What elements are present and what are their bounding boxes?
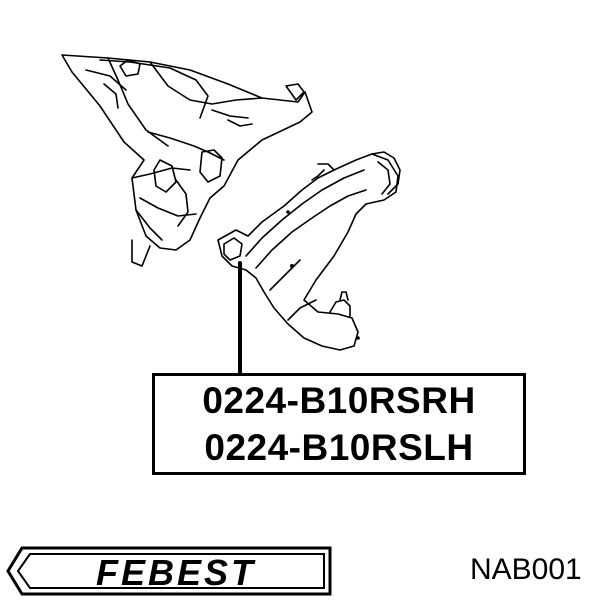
part-number-box: 0224-B10RSRH 0224-B10RSLH xyxy=(152,373,526,475)
febest-logo: FEBEST xyxy=(6,546,332,596)
logo-lettering: FEBEST xyxy=(96,552,256,593)
part-number-right: 0224-B10RSRH xyxy=(202,380,476,421)
arm-rivets xyxy=(286,210,360,340)
part-number-left: 0224-B10RSLH xyxy=(204,427,474,468)
lower-control-arm xyxy=(217,151,401,351)
subframe-crossmember xyxy=(61,54,313,267)
catalog-code: NAB001 xyxy=(470,553,582,586)
